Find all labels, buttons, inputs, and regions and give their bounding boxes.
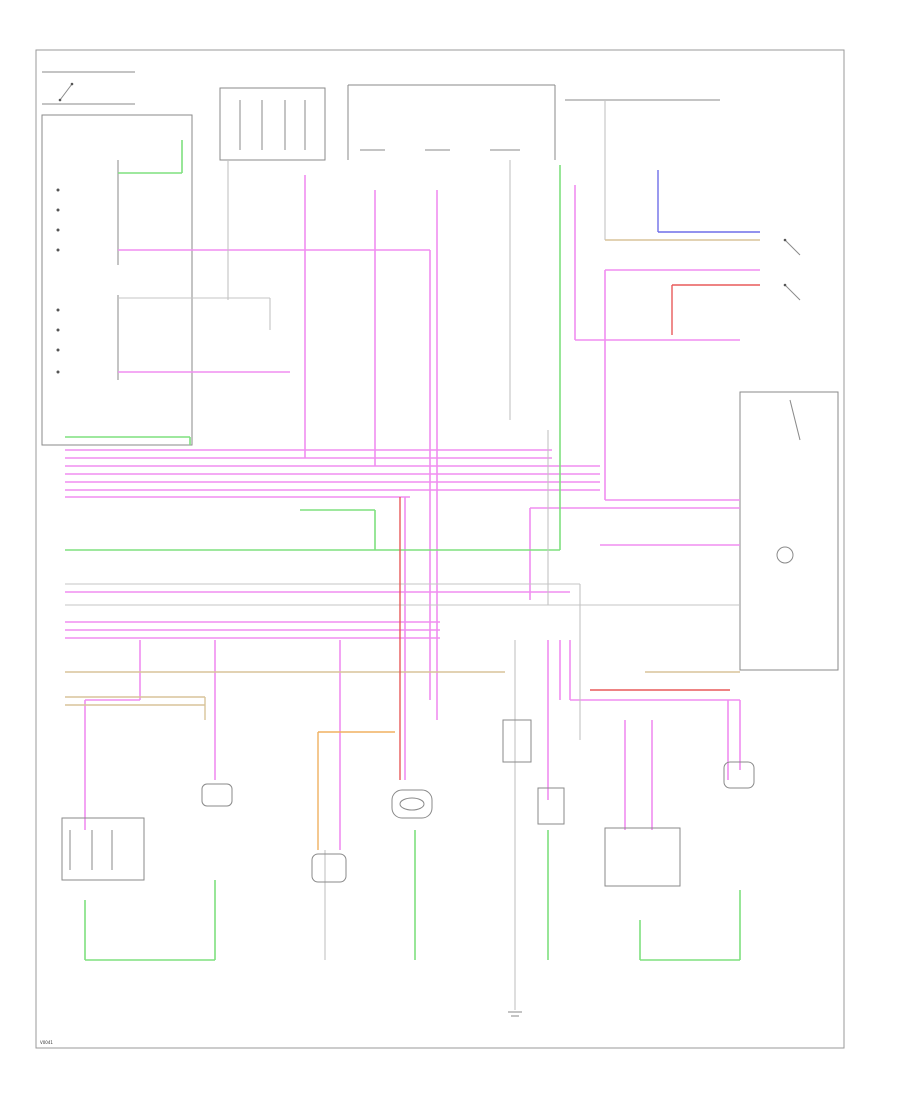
top-fuse-block (219, 87, 326, 161)
ignition-switch (42, 71, 135, 105)
pink-wires (65, 175, 760, 850)
orange-wires (317, 731, 395, 850)
tan-wires (65, 239, 760, 720)
footer-code: V0041 (40, 1040, 53, 1045)
diagram-frame (35, 49, 845, 1049)
right-instrument-module (739, 391, 839, 671)
gray-wires (65, 100, 740, 1010)
green-wires (65, 140, 741, 961)
lower-components (61, 719, 755, 1017)
right-switch-upper (783, 238, 801, 301)
top-relays (347, 84, 720, 160)
blue-wires (657, 170, 760, 233)
left-control-module (41, 114, 193, 446)
red-wires (399, 284, 760, 780)
